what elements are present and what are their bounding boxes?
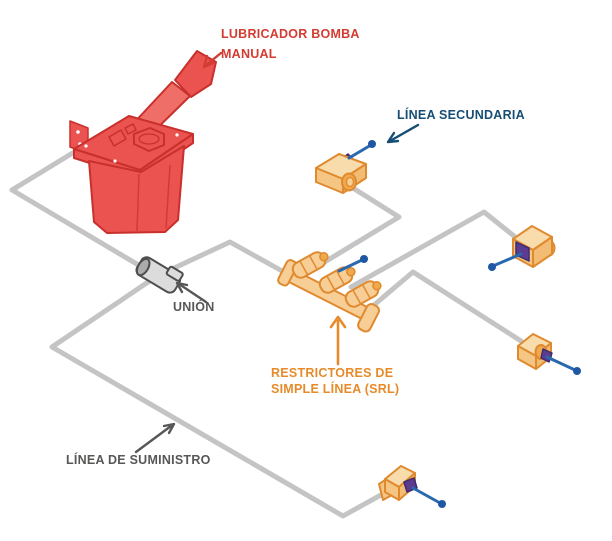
lube-point-dot [488, 263, 496, 271]
plate-screw [113, 159, 117, 163]
secondary-line-manifold [337, 258, 364, 273]
supply-lines [9, 140, 524, 519]
srl-restrictor-barrel [291, 251, 329, 279]
secondary-line-right [491, 252, 523, 268]
manual-pump [69, 50, 217, 234]
supply-line-union-to-bottom-srl [49, 273, 391, 519]
hex-cap-top [138, 133, 160, 145]
union-end-collar [135, 257, 151, 277]
pump-label: LUBRICADOR BOMBA MANUAL [221, 24, 360, 64]
secondary-line-label: LÍNEA SECUNDARIA [397, 108, 525, 122]
union-step [165, 265, 184, 282]
plate-screw [84, 144, 88, 148]
srl-label-line2: SIMPLE LÍNEA (SRL) [271, 381, 400, 396]
lube-point-dot [360, 255, 368, 263]
reservoir-crease [136, 173, 140, 232]
secondary-line-top [347, 143, 373, 160]
srl-restrictor-bottom [378, 465, 418, 501]
srl-restrictor-top [315, 153, 367, 194]
secondary-lines [337, 143, 577, 505]
srl-manifold [277, 251, 382, 333]
supply-line-label: LÍNEA DE SUMINISTRO [66, 453, 211, 467]
lube-point-dot [438, 500, 446, 508]
supply-line-union-to-manifold [154, 239, 294, 279]
manifold-right-cap [357, 303, 380, 333]
srl-label: RESTRICTORES DE SIMPLE LÍNEA (SRL) [271, 366, 399, 397]
lube-points [360, 140, 581, 508]
branch-line-manifold-to-top-srl [315, 180, 402, 269]
annotation-arrows [134, 51, 420, 454]
bracket-hole [76, 130, 80, 134]
secondary-line-label-arrow [386, 123, 420, 144]
secondary-line-bottom [411, 486, 442, 505]
srl-label-line1: RESTRICTORES DE [271, 366, 394, 380]
pump-reservoir [88, 145, 185, 234]
box-right-face [532, 236, 553, 268]
pump-hex-cap [133, 127, 165, 152]
supply-line-pump-to-union [9, 140, 160, 279]
reservoir-crease [165, 164, 171, 229]
union-fitting [135, 256, 184, 294]
branch-line-manifold-to-right-srl [348, 209, 517, 290]
pump-label-line1: LUBRICADOR BOMBA [221, 27, 360, 41]
secondary-line-lower-right [545, 355, 577, 372]
pump-pivot-small [124, 123, 137, 135]
srl-restrictor-right [512, 225, 556, 268]
union-label-arrow [175, 281, 208, 304]
branch-line-manifold-to-lowerright-srl [371, 269, 524, 344]
pump-label-line2: MANUAL [221, 47, 277, 61]
srl-restrictor-barrel [318, 266, 356, 294]
lube-point-dot [368, 140, 376, 148]
plate-screw [175, 133, 179, 137]
supply-line-label-arrow [134, 422, 176, 454]
pump-label-arrow [202, 51, 223, 69]
pump-pivot [108, 129, 127, 147]
box-cylinder-inner [345, 176, 355, 188]
srl-restrictor-lower-right [517, 333, 553, 370]
lube-point-dot [573, 367, 581, 375]
union-label: UNIÓN [173, 300, 215, 314]
srl-label-arrow [329, 315, 347, 366]
srl-restrictor-barrel [344, 280, 382, 308]
